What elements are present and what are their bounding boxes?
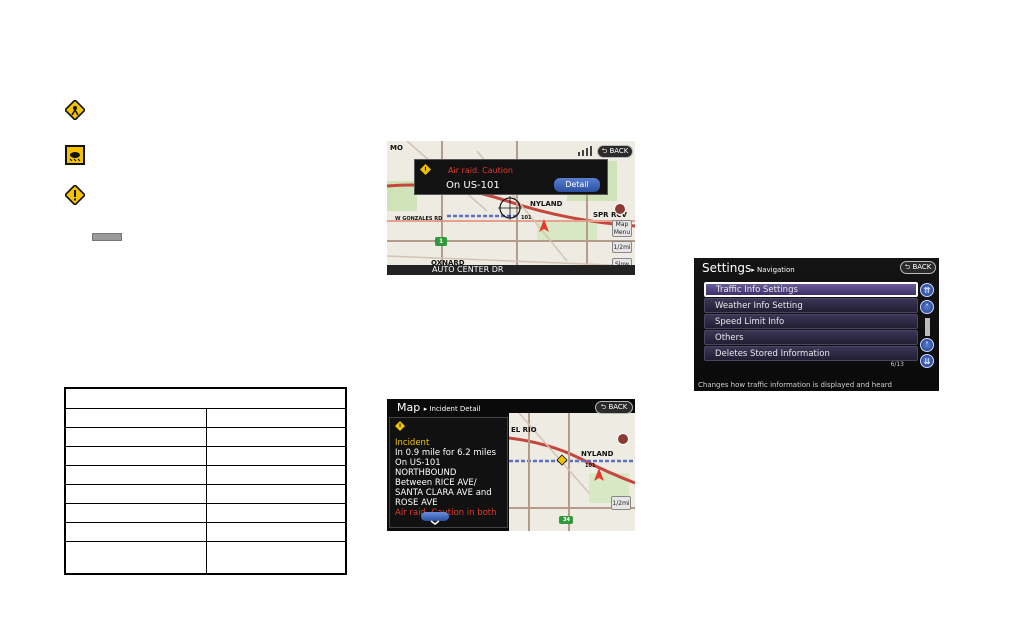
settings-menu: Traffic Info Settings Weather Info Setti… xyxy=(704,282,918,362)
popup-road: On US-101 xyxy=(446,180,500,191)
table-row xyxy=(66,541,345,561)
scale-button[interactable]: 1/2mi xyxy=(612,241,632,253)
double-chevron-down-icon: ⇊ xyxy=(923,357,931,366)
map-label-101: 101 xyxy=(521,215,532,221)
table-row xyxy=(66,446,345,466)
map-label-34: 34 xyxy=(563,517,570,523)
scroll-down-button[interactable] xyxy=(421,512,449,525)
chevron-up-icon: ˄ xyxy=(925,303,929,312)
weather-icon xyxy=(65,145,85,165)
incident-road: On US-101 xyxy=(395,458,441,468)
back-button[interactable]: ⮌ BACK xyxy=(595,401,633,414)
empty-table xyxy=(64,387,347,575)
current-street: AUTO CENTER DR xyxy=(432,265,504,274)
page-up-button[interactable]: ⇈ xyxy=(920,283,934,297)
street-bar: AUTO CENTER DR xyxy=(387,265,635,275)
map-label-1: 1 xyxy=(439,238,444,245)
breadcrumb: ▸ Navigation xyxy=(751,266,795,274)
scrollbar-thumb[interactable] xyxy=(925,318,930,336)
caution-icon xyxy=(395,421,405,431)
detail-button[interactable]: Detail xyxy=(554,178,600,192)
title-text: Map xyxy=(397,401,421,414)
table-row xyxy=(66,408,345,428)
map-screen-2[interactable]: EL RIO NYLAND 101 34 1/2mi xyxy=(509,413,635,531)
back-arrow-icon: ⮌ xyxy=(904,263,913,271)
compass-icon[interactable] xyxy=(614,203,626,215)
breadcrumb: ▸ Incident Detail xyxy=(423,405,481,413)
back-arrow-icon: ⮌ xyxy=(600,403,609,411)
menu-item-speed-limit[interactable]: Speed Limit Info xyxy=(704,314,918,329)
menu-item-delete-stored[interactable]: Deletes Stored Information xyxy=(704,346,918,361)
map-label-w-gonzales: W GONZALES RD xyxy=(395,216,443,222)
caution-icon xyxy=(420,164,431,175)
compass-icon[interactable] xyxy=(617,433,629,445)
scroll-down-button[interactable]: ˅ xyxy=(920,338,934,352)
table-row xyxy=(66,522,345,542)
incident-direction: NORTHBOUND xyxy=(395,468,457,478)
back-button[interactable]: ⮌ BACK xyxy=(900,261,936,274)
back-arrow-icon: ⮌ xyxy=(601,147,610,155)
incident-between-3: ROSE AVE xyxy=(395,498,438,508)
settings-screen: Settings▸ Navigation ⮌ BACK Traffic Info… xyxy=(694,258,939,391)
back-button-label: BACK xyxy=(608,403,628,411)
back-button-label: BACK xyxy=(912,263,932,271)
signal-icon xyxy=(578,146,592,156)
incident-detail-panel: Incident In 0.9 mile for 6.2 miles On US… xyxy=(389,417,508,528)
map-roads xyxy=(509,413,635,531)
incident-between-1: Between RICE AVE/ xyxy=(395,478,477,488)
scale-button[interactable]: 1/2mi xyxy=(611,496,631,510)
page-down-button[interactable]: ⇊ xyxy=(920,354,934,368)
double-chevron-up-icon: ⇈ xyxy=(923,286,931,295)
menu-item-weather-info[interactable]: Weather Info Setting xyxy=(704,298,918,313)
table-divider xyxy=(206,408,207,573)
incident-detail-screen: EL RIO NYLAND 101 34 1/2mi Map ▸ Inciden… xyxy=(387,399,635,531)
road-construction-icon xyxy=(65,100,85,120)
incident-type: Incident xyxy=(395,438,430,448)
map-label-spr-rcv: SPR RCV xyxy=(593,211,627,219)
back-button[interactable]: ⮌ BACK xyxy=(597,145,633,158)
chevron-down-icon: ˅ xyxy=(925,341,929,350)
chevron-down-icon xyxy=(430,520,440,525)
map-label-oxnard: OXNARD xyxy=(431,259,465,267)
caution-icon xyxy=(65,185,85,205)
table-row xyxy=(66,503,345,523)
map-label-mo: MO xyxy=(390,144,403,152)
menu-item-traffic-info[interactable]: Traffic Info Settings xyxy=(704,282,918,297)
incident-distance: In 0.9 mile for 6.2 miles xyxy=(395,448,497,458)
menu-item-others[interactable]: Others xyxy=(704,330,918,345)
map-menu-button[interactable]: Map Menu xyxy=(612,220,632,237)
table-row xyxy=(66,427,345,447)
map-label-el-rio: EL RIO xyxy=(511,426,537,434)
incident-between-2: SANTA CLARA AVE and xyxy=(395,488,492,498)
status-text: Changes how traffic information is displ… xyxy=(698,381,892,389)
page-title: Map ▸ Incident Detail xyxy=(397,401,481,414)
popup-incident-title: Air raid. Caution xyxy=(448,166,513,175)
scroll-up-button[interactable]: ˄ xyxy=(920,300,934,314)
page-title: Settings▸ Navigation xyxy=(702,261,795,275)
back-button-label: BACK xyxy=(609,147,629,155)
map-screen-1[interactable]: MO NYLAND OXNARD 101 1 SPR RCV W GONZALE… xyxy=(387,141,635,275)
table-row xyxy=(66,465,345,485)
page-count: 6/13 xyxy=(890,361,904,368)
table-row xyxy=(66,484,345,504)
title-text: Settings xyxy=(702,261,752,275)
map-label-101: 101 xyxy=(585,463,596,469)
traffic-button[interactable] xyxy=(92,233,122,241)
map-label-nyland: NYLAND xyxy=(581,450,614,458)
incident-popup[interactable]: Air raid. Caution On US-101 Detail xyxy=(414,159,608,195)
map-label-nyland: NYLAND xyxy=(530,200,563,208)
